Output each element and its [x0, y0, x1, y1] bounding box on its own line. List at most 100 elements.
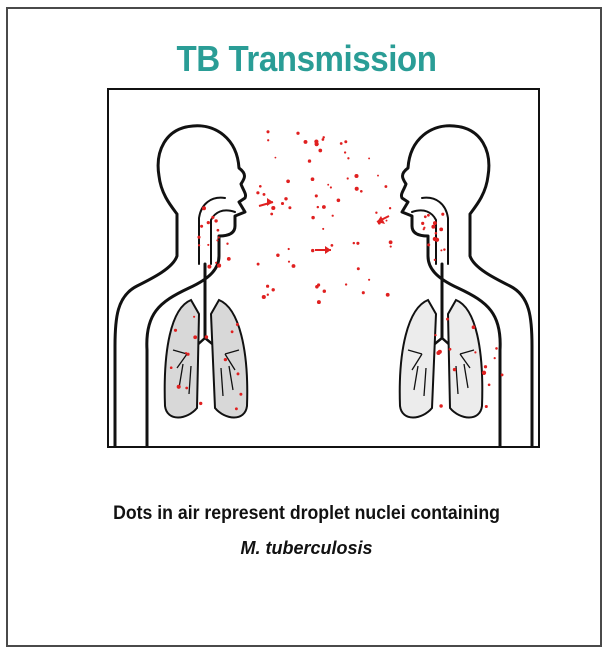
- droplet-dot: [197, 236, 200, 239]
- droplet-dot: [281, 202, 284, 205]
- droplet-dot: [318, 149, 322, 153]
- droplet-dot: [435, 232, 438, 235]
- caption-text: Dots in air represent droplet nuclei con…: [21, 503, 591, 525]
- droplet-dot: [494, 357, 496, 359]
- droplet-dot: [288, 248, 290, 250]
- droplet-dot: [185, 352, 187, 354]
- droplet-dot: [311, 177, 315, 181]
- droplet-dot: [288, 206, 291, 209]
- droplet-dot: [356, 242, 359, 245]
- droplet-dot: [207, 221, 210, 224]
- droplet-dot: [443, 248, 445, 250]
- droplet-dot: [485, 405, 488, 408]
- droplet-dot: [495, 347, 498, 350]
- droplet-dot: [433, 237, 437, 241]
- droplet-dot: [284, 197, 287, 200]
- droplet-dot: [330, 186, 332, 188]
- droplet-dot: [332, 215, 334, 217]
- droplet-dot: [501, 374, 504, 377]
- droplet-dot: [198, 244, 200, 246]
- droplet-dot: [211, 216, 214, 219]
- droplet-dot: [231, 330, 234, 333]
- droplet-dot: [421, 222, 424, 225]
- droplet-dot: [236, 323, 239, 326]
- droplet-dot: [286, 179, 290, 183]
- transmission-figure: [107, 88, 540, 448]
- droplet-dot: [267, 294, 269, 296]
- droplet-dot: [296, 132, 299, 135]
- droplet-dot: [427, 214, 430, 217]
- droplet-dot: [375, 212, 377, 214]
- droplet-dot: [199, 402, 202, 405]
- droplet-dot: [304, 140, 308, 144]
- droplet-dot: [434, 334, 436, 336]
- droplet-dot: [439, 228, 443, 232]
- droplet-dot: [270, 213, 273, 216]
- droplet-dot: [311, 249, 314, 252]
- droplet-dot: [227, 257, 231, 261]
- droplet-dot: [200, 225, 203, 228]
- droplet-dot: [441, 213, 444, 216]
- droplet-dot: [427, 243, 430, 246]
- droplet-dot: [224, 358, 227, 361]
- droplet-dot: [235, 407, 238, 410]
- droplet-dot: [216, 239, 218, 241]
- droplet-dot: [488, 383, 491, 386]
- droplet-dot: [317, 206, 319, 208]
- droplet-dot: [355, 187, 359, 191]
- droplet-dot: [344, 151, 346, 153]
- droplet-dot: [237, 372, 240, 375]
- droplet-dot: [377, 175, 379, 177]
- droplet-dot: [266, 130, 269, 133]
- droplet-dot: [446, 318, 449, 321]
- droplet-dot: [267, 139, 269, 141]
- droplet-dot: [314, 140, 318, 144]
- droplet-dot: [317, 300, 321, 304]
- droplet-dot: [424, 215, 427, 218]
- droplet-dot: [431, 225, 435, 229]
- droplet-dot: [484, 365, 487, 368]
- droplet-dot: [353, 242, 355, 244]
- droplet-dot: [368, 157, 370, 159]
- droplet-dot: [185, 387, 188, 390]
- droplet-dot: [275, 157, 277, 159]
- droplet-dot: [433, 221, 437, 225]
- droplet-dot: [386, 293, 390, 297]
- droplet-dot: [207, 244, 209, 246]
- droplet-dot: [439, 404, 442, 407]
- droplet-dot: [368, 279, 370, 281]
- droplet-dot: [315, 194, 318, 197]
- droplet-dot: [315, 285, 319, 289]
- droplet-dot: [384, 185, 387, 188]
- droplet-dot: [347, 177, 349, 179]
- droplet-dot: [170, 366, 173, 369]
- droplet-dot: [288, 261, 290, 263]
- droplet-dot: [337, 198, 341, 202]
- droplet-dot: [386, 220, 388, 222]
- droplet-dot: [259, 185, 262, 188]
- droplet-dot: [453, 368, 456, 371]
- droplet-dot: [205, 335, 209, 339]
- droplet-dot: [434, 259, 436, 261]
- droplet-dot: [474, 351, 476, 353]
- droplet-dot: [207, 265, 211, 269]
- droplet-dot: [362, 291, 365, 294]
- droplet-dot: [262, 295, 266, 299]
- droplet-dot: [311, 216, 314, 219]
- droplet-dot: [390, 246, 392, 248]
- droplet-dot: [276, 254, 279, 257]
- droplet-dot: [174, 329, 177, 332]
- droplet-dot: [202, 206, 206, 210]
- droplet-dot: [272, 288, 275, 291]
- caption-organism: M. tuberculosis: [0, 538, 613, 559]
- droplet-dot: [239, 393, 242, 396]
- droplet-dot: [257, 263, 260, 266]
- droplet-dot: [357, 267, 360, 270]
- droplet-dot: [292, 264, 296, 268]
- droplet-dot: [423, 227, 425, 229]
- droplet-dot: [226, 243, 228, 245]
- droplet-dot: [440, 249, 442, 251]
- droplet-dot: [214, 219, 217, 222]
- droplet-dot: [360, 190, 363, 193]
- droplet-dot: [340, 142, 343, 145]
